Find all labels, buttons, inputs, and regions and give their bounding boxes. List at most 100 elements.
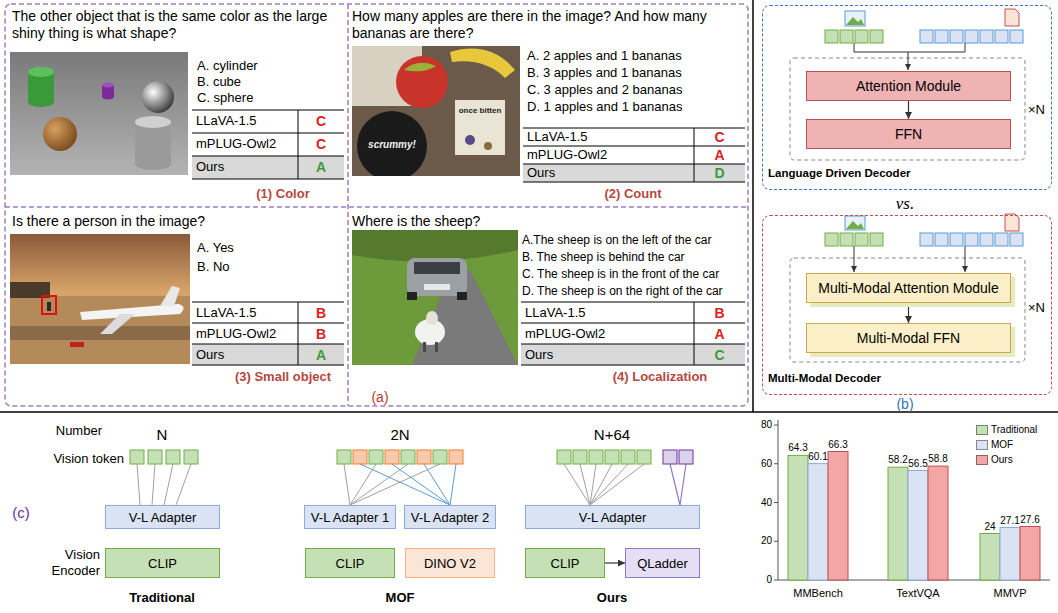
legend-row: Traditional [976, 424, 1056, 436]
connector-arrow [908, 303, 909, 323]
table-cell: Ours [196, 347, 296, 363]
node-text: QLadder [637, 556, 688, 571]
decoder-group: Multi-Modal DecoderMulti-Modal Attention… [762, 215, 1052, 395]
table-cell: Ours [525, 347, 690, 363]
encoder-box: CLIP [105, 548, 220, 578]
vision-tokens [130, 450, 693, 505]
bar-value: 58.2 [887, 454, 909, 466]
panel-label: (c) [6, 505, 36, 521]
node-text: V-L Adapter 1 [311, 510, 389, 525]
photo-text: once bitten [457, 106, 503, 115]
versus-text: vs. [880, 194, 930, 213]
method-name: Ours [562, 590, 662, 606]
repeat-count: ×N [1028, 300, 1050, 316]
airport-photo [10, 234, 190, 364]
node-text: CLIP [148, 556, 177, 571]
correct-answer: D [694, 165, 745, 181]
row-label: Vision token [10, 451, 124, 467]
option-text: B. No [197, 259, 347, 275]
option-text: A. 2 apples and 1 bananas [527, 48, 745, 64]
axis-tick: 60 [748, 458, 772, 470]
category-label: MMBench [783, 586, 853, 600]
wrong-answer: B [298, 326, 344, 342]
node-text: CLIP [551, 556, 580, 571]
encoder-box: DINO V2 [405, 548, 495, 578]
axis-tick: 20 [748, 535, 772, 547]
wrong-answer: B [298, 305, 344, 321]
bar-value: 56.5 [907, 458, 929, 470]
repeat-count: ×N [1028, 102, 1050, 118]
table-cell: mPLUG-Owl2 [196, 136, 296, 152]
bar-value: 64.3 [787, 442, 809, 454]
legend-swatch [976, 425, 988, 435]
node-text: DINO V2 [424, 556, 476, 571]
correct-answer: C [694, 347, 745, 363]
option-text: C. The sheep is in the front of the car [522, 266, 748, 282]
bar-value: 58.8 [927, 453, 949, 465]
adapter-box: V-L Adapter [105, 505, 220, 529]
table-cell: mPLUG-Owl2 [525, 326, 690, 342]
node-text: Multi-Modal Decoder [768, 372, 1056, 384]
node-text: Language Driven Decoder [768, 167, 1056, 179]
node-text: Attention Module [856, 78, 961, 94]
axis-tick: 80 [748, 419, 772, 431]
legend-text: MOF [991, 439, 1013, 451]
legend-text: Traditional [991, 424, 1037, 436]
table-cell: LLaVA-1.5 [525, 305, 690, 321]
panel-label: (a) [355, 389, 405, 405]
bar-value: 27.6 [1019, 514, 1041, 526]
bar-chart [774, 420, 1050, 580]
bar-value: 24 [979, 521, 1001, 533]
question-text: How many apples are there in the image? … [352, 8, 744, 42]
method-name: MOF [350, 590, 450, 606]
node-text: FFN [895, 126, 922, 142]
module-box: Multi-Modal Attention Module [806, 273, 1011, 303]
option-text: B. The sheep is behind the car [522, 249, 748, 265]
option-text: C. 3 apples and 2 bananas [527, 82, 745, 98]
wrong-answer: C [298, 113, 344, 129]
token-count: N [147, 427, 177, 443]
adapter-box: V-L Adapter [525, 505, 700, 529]
legend-row: Ours [976, 454, 1056, 466]
wrong-answer: B [694, 305, 745, 321]
token-count: 2N [375, 427, 425, 443]
table-cell: LLaVA-1.5 [196, 113, 296, 129]
node-text: Multi-Modal FFN [857, 330, 960, 346]
bar-value: 60.1 [807, 451, 829, 463]
sheep-photo [352, 230, 518, 365]
node-text: V-L Adapter [579, 510, 646, 525]
row-label: Number [20, 423, 102, 439]
case-caption: (1) Color [218, 186, 348, 202]
question-text: The other object that is the same color … [12, 8, 342, 42]
option-text: A. Yes [197, 240, 347, 256]
connector-arrow [605, 562, 625, 563]
module-box: Attention Module [806, 71, 1011, 101]
table-cell: mPLUG-Owl2 [196, 326, 296, 342]
wrong-answer: C [694, 129, 745, 145]
method-name: Traditional [112, 590, 212, 606]
table-cell: Ours [196, 159, 296, 175]
correct-answer: A [298, 159, 344, 175]
bar-value: 66.3 [827, 439, 849, 451]
question-text: Where is the sheep? [352, 213, 744, 230]
legend-row: MOF [976, 439, 1056, 451]
encoder-box: CLIP [305, 548, 395, 578]
bar-value: 27.1 [999, 515, 1021, 527]
option-text: D. 1 apples and 1 bananas [527, 99, 745, 115]
encoder-box: QLadder [625, 548, 700, 578]
node-text: V-L Adapter 2 [411, 510, 489, 525]
photo-text: scrummy! [364, 139, 420, 151]
token-count: N+64 [582, 427, 642, 443]
row-label: Vision Encoder [40, 547, 100, 579]
food-photo [352, 46, 520, 176]
node-text: CLIP [336, 556, 365, 571]
case-caption: (2) Count [568, 186, 698, 202]
decoder-tokens [790, 9, 1025, 362]
table-cell: LLaVA-1.5 [196, 305, 296, 321]
panel-label: (b) [880, 396, 930, 412]
legend-swatch [976, 440, 988, 450]
wrong-answer: A [694, 147, 745, 163]
category-label: TextVQA [883, 586, 953, 600]
category-label: MMVP [975, 586, 1045, 600]
axis-tick: 0 [748, 574, 772, 586]
